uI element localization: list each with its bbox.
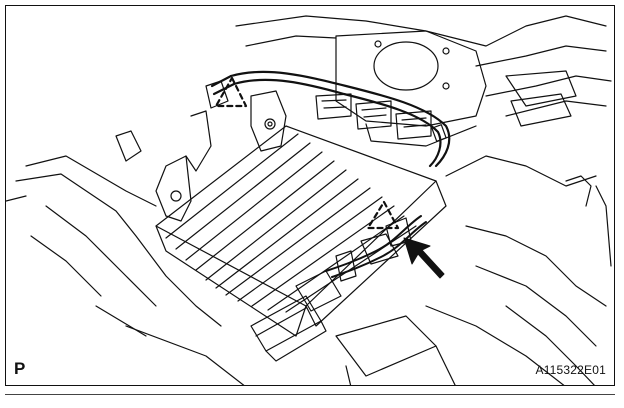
floor-panel <box>95 305 456 385</box>
clamp-callout-lower <box>366 200 400 230</box>
illustration-frame: P A115322E01 <box>5 5 615 386</box>
view-label: P <box>14 359 26 378</box>
wire-harness-lower <box>325 215 427 278</box>
left-bracket <box>115 80 287 222</box>
bottom-rule <box>5 394 615 395</box>
lower-connector-assembly <box>250 217 412 362</box>
direction-arrow-icon <box>403 237 445 279</box>
ribbed-unit <box>155 125 447 337</box>
upper-mounting-panel <box>335 30 577 147</box>
harness-clip <box>431 124 447 142</box>
figure-id: A115322E01 <box>535 363 606 377</box>
clamp-callout-upper <box>214 76 248 108</box>
connector-blocks <box>315 93 432 140</box>
body-structure-lines <box>6 15 612 385</box>
vehicle-interior-line-drawing <box>6 15 612 385</box>
